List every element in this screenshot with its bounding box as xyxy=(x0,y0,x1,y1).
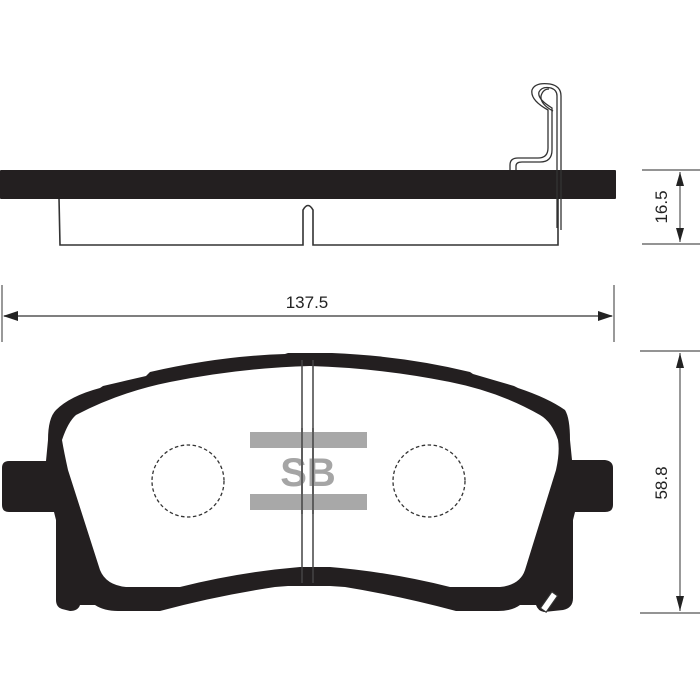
logo-bar-bottom xyxy=(250,494,367,510)
logo-text: SB xyxy=(280,451,336,495)
piston-circle-right xyxy=(392,444,466,518)
wear-indicator-clip xyxy=(509,82,562,230)
piston-circle-left xyxy=(151,444,225,518)
dimension-thickness: 16.5 xyxy=(642,169,700,245)
front-view xyxy=(2,353,613,614)
friction-material-outline xyxy=(58,197,559,246)
dimension-thickness-label: 16.5 xyxy=(652,190,671,223)
backing-plate xyxy=(0,170,616,199)
friction-material xyxy=(62,366,559,587)
logo-bar-top xyxy=(250,432,367,448)
dimension-height-label: 58.8 xyxy=(652,466,671,499)
dimension-width-label: 137.5 xyxy=(286,293,329,312)
brand-logo: SB xyxy=(250,428,367,514)
dimension-height: 58.8 xyxy=(640,350,700,614)
wear-sensor-tab xyxy=(539,590,559,614)
side-view: 16.5 xyxy=(0,82,700,246)
dimension-width: 137.5 xyxy=(1,285,615,342)
